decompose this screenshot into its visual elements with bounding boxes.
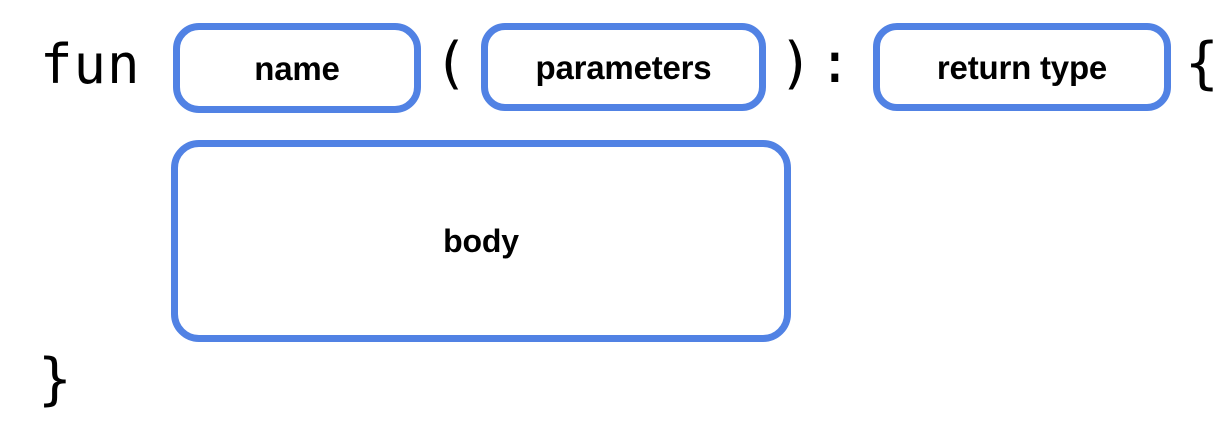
slot-return-type-label: return type	[936, 48, 1108, 86]
slot-parameters-label: parameters	[535, 48, 712, 86]
brace-close-token: }	[38, 347, 72, 412]
keyword-fun: fun	[40, 33, 141, 96]
slot-body[interactable]: body	[171, 140, 791, 342]
paren-close-token: )	[779, 31, 813, 96]
slot-name-label: name	[254, 49, 340, 87]
brace-open-token: {	[1185, 31, 1219, 96]
slot-name[interactable]: name	[173, 23, 421, 113]
slot-return-type[interactable]: return type	[873, 23, 1171, 111]
slot-body-label: body	[443, 223, 519, 259]
paren-open-token: (	[434, 31, 468, 96]
colon-token: :	[818, 31, 852, 96]
slot-parameters[interactable]: parameters	[481, 23, 766, 111]
